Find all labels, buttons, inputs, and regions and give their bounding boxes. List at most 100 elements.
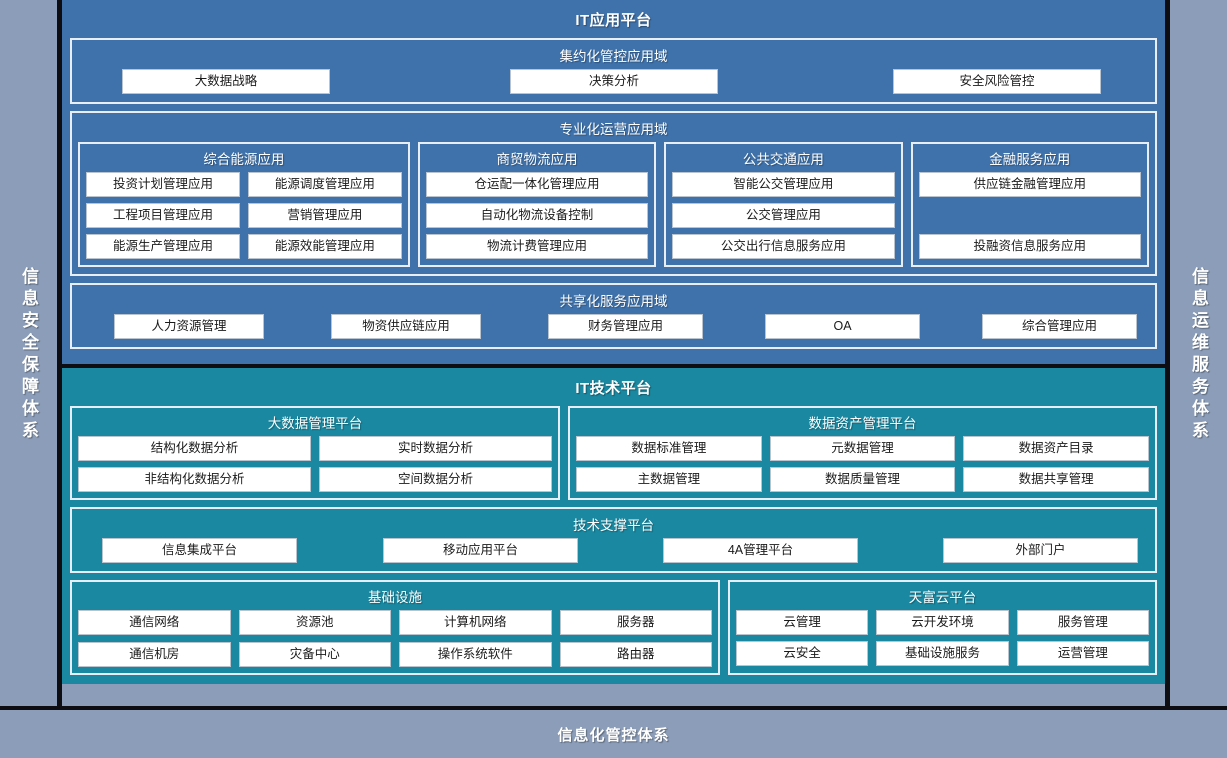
app-chip[interactable]: 能源调度管理应用: [247, 172, 402, 197]
right-band-label: 信息运维服务体系: [1189, 267, 1208, 443]
tech-chip[interactable]: 云管理: [736, 610, 869, 635]
app-chip[interactable]: 安全风险管控: [893, 69, 1101, 94]
tech-chip[interactable]: 数据共享管理: [963, 467, 1149, 492]
subgroup-integrated-energy-title: 综合能源应用: [203, 152, 285, 167]
app-chip[interactable]: 物流计费管理应用: [425, 234, 649, 259]
tech-chip[interactable]: 基础设施服务: [876, 641, 1009, 666]
domain-shared-services: 共享化服务应用域 人力资源管理 物资供应链应用 财务管理应用 OA 综合管理应用: [70, 283, 1157, 349]
tech-chip[interactable]: 服务器: [559, 610, 712, 635]
footer-band: 信息化管控体系: [0, 710, 1227, 758]
platform-technical-support: 技术支撑平台 信息集成平台 移动应用平台 4A管理平台 外部门户: [70, 507, 1157, 573]
tech-chip[interactable]: 信息集成平台: [102, 538, 297, 563]
tech-chip[interactable]: 元数据管理: [769, 436, 956, 461]
tech-chip[interactable]: 外部门户: [943, 538, 1138, 563]
app-chip[interactable]: 综合管理应用: [982, 314, 1137, 339]
tech-chip[interactable]: 通信机房: [78, 642, 231, 667]
tech-chip[interactable]: 非结构化数据分析: [78, 467, 311, 492]
app-chip[interactable]: 能源生产管理应用: [86, 234, 240, 259]
tech-chip[interactable]: 操作系统软件: [399, 642, 552, 667]
subgroup-integrated-energy: 综合能源应用 投资计划管理应用 能源调度管理应用 工程项目管理应用 营销管理应用…: [78, 142, 410, 267]
tech-chip[interactable]: 数据标准管理: [576, 436, 762, 461]
app-chip[interactable]: 营销管理应用: [247, 203, 402, 228]
app-chip[interactable]: 决策分析: [510, 69, 718, 94]
platform-technical-support-title: 技术支撑平台: [573, 518, 654, 533]
platform-tianfu-cloud-title: 天富云平台: [908, 590, 977, 605]
technology-platform-title: IT技术平台: [575, 380, 652, 397]
domain-intensive-control-title: 集约化管控应用域: [559, 49, 668, 64]
app-chip[interactable]: 公交管理应用: [672, 203, 895, 228]
app-chip[interactable]: 自动化物流设备控制: [425, 203, 649, 228]
platform-big-data-items: 结构化数据分析 实时数据分析 非结构化数据分析 空间数据分析: [78, 436, 552, 492]
platform-infrastructure-title: 基础设施: [368, 590, 422, 605]
tech-chip[interactable]: 主数据管理: [576, 467, 762, 492]
tech-chip[interactable]: 云开发环境: [876, 610, 1009, 635]
platform-big-data-title: 大数据管理平台: [267, 416, 363, 431]
tech-chip[interactable]: 移动应用平台: [383, 538, 578, 563]
left-vertical-band: 信息安全保障体系: [0, 0, 57, 710]
subgroup-financial-services: 金融服务应用 供应链金融管理应用 投融资信息服务应用: [910, 142, 1149, 267]
center-stack: IT应用平台 集约化管控应用域 大数据战略 决策分析 安全风险管控 专业化运营应…: [62, 0, 1165, 710]
tech-chip[interactable]: 数据资产目录: [963, 436, 1149, 461]
subgroup-trade-logistics-title: 商贸物流应用: [496, 152, 578, 167]
app-chip[interactable]: 物资供应链应用: [331, 314, 481, 339]
tech-top-platforms: 大数据管理平台 结构化数据分析 实时数据分析 非结构化数据分析 空间数据分析 数…: [70, 406, 1157, 500]
footer-label: 信息化管控体系: [557, 726, 670, 744]
platform-data-asset: 数据资产管理平台 数据标准管理 元数据管理 数据资产目录 主数据管理 数据质量管…: [568, 406, 1157, 500]
platform-tianfu-cloud-items: 云管理 云开发环境 服务管理 云安全 基础设施服务 运营管理: [736, 610, 1149, 666]
app-chip[interactable]: 仓运配一体化管理应用: [425, 172, 649, 197]
right-separator: [1165, 0, 1170, 710]
subgroup-financial-services-items: 供应链金融管理应用 投融资信息服务应用: [918, 172, 1141, 259]
app-chip[interactable]: 投融资信息服务应用: [918, 234, 1141, 259]
app-chip[interactable]: 公交出行信息服务应用: [672, 234, 895, 259]
right-vertical-band: 信息运维服务体系: [1170, 0, 1227, 710]
tech-chip[interactable]: 运营管理: [1016, 641, 1149, 666]
subgroup-trade-logistics-items: 仓运配一体化管理应用 自动化物流设备控制 物流计费管理应用: [425, 172, 649, 259]
platform-data-asset-title: 数据资产管理平台: [808, 416, 917, 431]
platform-big-data: 大数据管理平台 结构化数据分析 实时数据分析 非结构化数据分析 空间数据分析: [70, 406, 560, 500]
domain-professional-operations: 专业化运营应用域 综合能源应用 投资计划管理应用 能源调度管理应用 工程项目管理…: [70, 111, 1157, 276]
platform-infrastructure-items: 通信网络 资源池 计算机网络 服务器 通信机房 灾备中心 操作系统软件 路由器: [78, 610, 712, 667]
subgroup-integrated-energy-items: 投资计划管理应用 能源调度管理应用 工程项目管理应用 营销管理应用 能源生产管理…: [86, 172, 402, 259]
left-separator: [57, 0, 62, 710]
tech-chip[interactable]: 结构化数据分析: [78, 436, 311, 461]
tech-chip[interactable]: 云安全: [736, 641, 869, 666]
tech-chip[interactable]: 数据质量管理: [769, 467, 956, 492]
tech-bottom-platforms: 基础设施 通信网络 资源池 计算机网络 服务器 通信机房 灾备中心 操作系统软件…: [70, 580, 1157, 675]
domain-intensive-control-items: 大数据战略 决策分析 安全风险管控: [78, 69, 1149, 95]
app-chip[interactable]: OA: [765, 314, 920, 339]
tech-chip[interactable]: 计算机网络: [399, 610, 552, 635]
app-chip[interactable]: 财务管理应用: [548, 314, 703, 339]
app-chip[interactable]: 能源效能管理应用: [247, 234, 402, 259]
domain-intensive-control: 集约化管控应用域 大数据战略 决策分析 安全风险管控: [70, 38, 1157, 104]
app-chip[interactable]: 投资计划管理应用: [86, 172, 240, 197]
tech-chip[interactable]: 4A管理平台: [663, 538, 858, 563]
application-platform-title: IT应用平台: [575, 12, 652, 29]
app-chip[interactable]: 智能公交管理应用: [672, 172, 895, 197]
subgroup-public-transport-title: 公共交通应用: [742, 152, 824, 167]
subgroup-financial-services-title: 金融服务应用: [989, 152, 1071, 167]
platform-technical-support-items: 信息集成平台 移动应用平台 4A管理平台 外部门户: [78, 538, 1149, 564]
tech-chip[interactable]: 通信网络: [78, 610, 231, 635]
tech-chip[interactable]: 空间数据分析: [319, 467, 552, 492]
domain-shared-services-items: 人力资源管理 物资供应链应用 财务管理应用 OA 综合管理应用: [78, 314, 1149, 340]
technology-platform-panel: IT技术平台 大数据管理平台 结构化数据分析 实时数据分析 非结构化数据分析 空…: [62, 368, 1165, 684]
app-chip[interactable]: 大数据战略: [122, 69, 330, 94]
tech-chip[interactable]: 服务管理: [1016, 610, 1149, 635]
platform-data-asset-items: 数据标准管理 元数据管理 数据资产目录 主数据管理 数据质量管理 数据共享管理: [576, 436, 1149, 492]
tech-chip[interactable]: 资源池: [238, 610, 391, 635]
domain-professional-operations-title: 专业化运营应用域: [559, 122, 668, 137]
app-chip[interactable]: 工程项目管理应用: [86, 203, 240, 228]
tech-chip[interactable]: 路由器: [559, 642, 712, 667]
subgroup-public-transport: 公共交通应用 智能公交管理应用 公交管理应用 公交出行信息服务应用: [664, 142, 903, 267]
domain-professional-subgroups: 综合能源应用 投资计划管理应用 能源调度管理应用 工程项目管理应用 营销管理应用…: [78, 142, 1149, 267]
platform-tianfu-cloud: 天富云平台 云管理 云开发环境 服务管理 云安全 基础设施服务 运营管理: [728, 580, 1157, 675]
subgroup-trade-logistics: 商贸物流应用 仓运配一体化管理应用 自动化物流设备控制 物流计费管理应用: [417, 142, 657, 267]
app-chip[interactable]: 供应链金融管理应用: [918, 172, 1141, 197]
tech-chip[interactable]: 实时数据分析: [319, 436, 552, 461]
app-chip[interactable]: 人力资源管理: [114, 314, 264, 339]
footer-separator: [0, 706, 1227, 710]
application-platform-panel: IT应用平台 集约化管控应用域 大数据战略 决策分析 安全风险管控 专业化运营应…: [62, 0, 1165, 368]
platform-infrastructure: 基础设施 通信网络 资源池 计算机网络 服务器 通信机房 灾备中心 操作系统软件…: [70, 580, 720, 675]
tech-chip[interactable]: 灾备中心: [238, 642, 391, 667]
